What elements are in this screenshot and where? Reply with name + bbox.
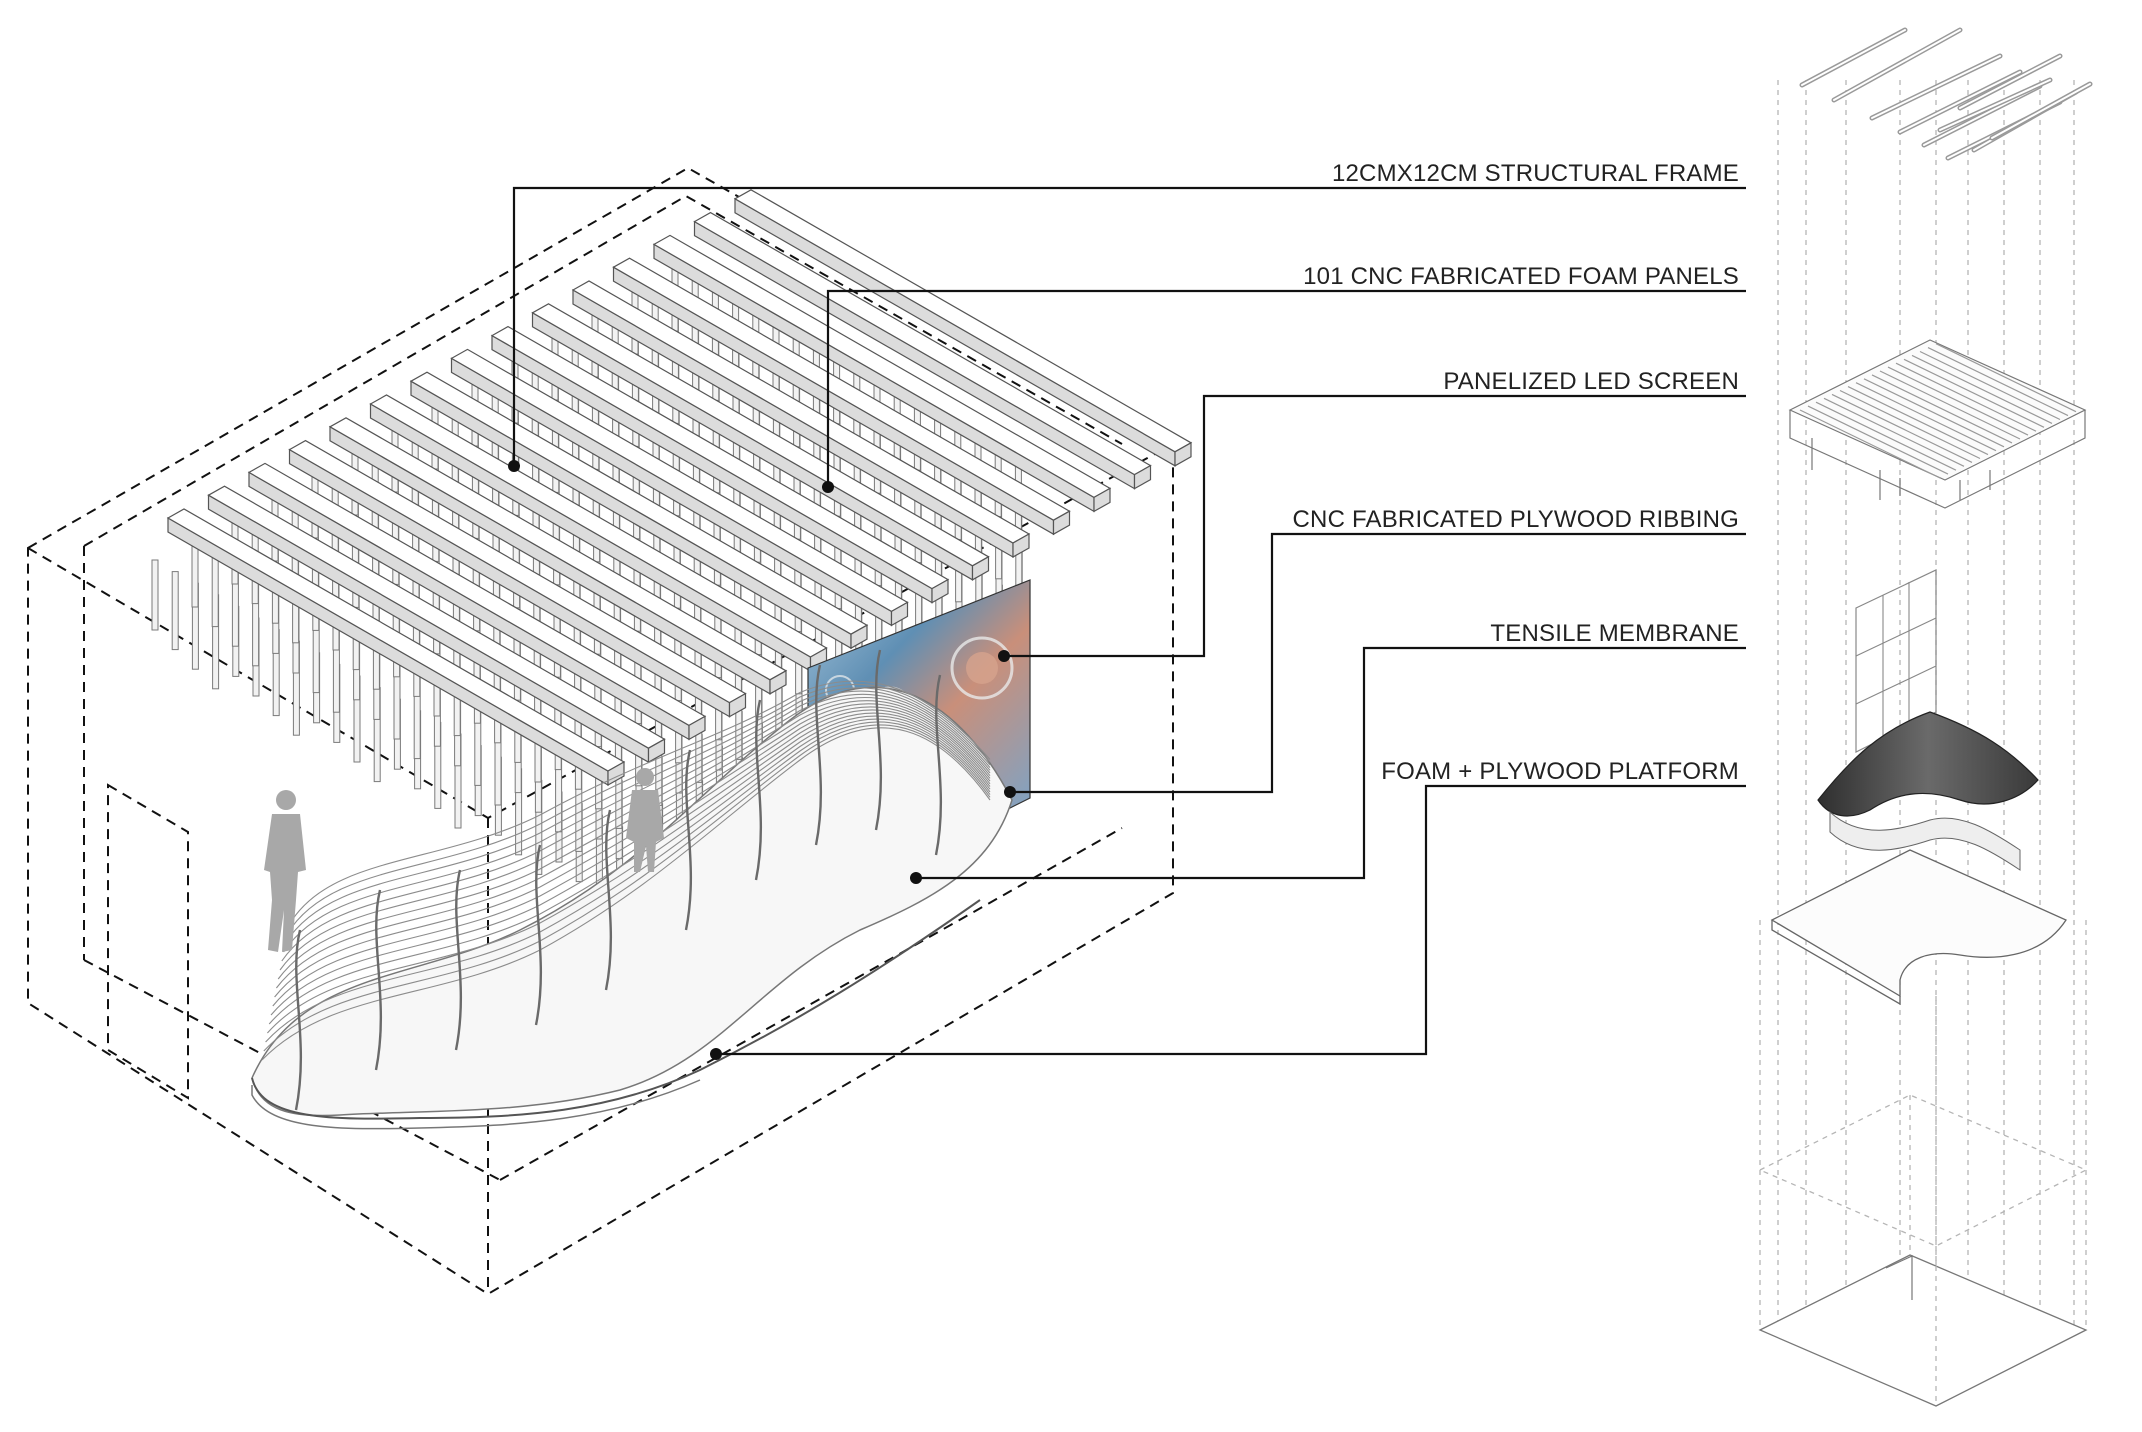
rib-frame [534, 844, 543, 1026]
structural-frame-beams [166, 189, 1193, 787]
frame-beam-end [971, 555, 990, 581]
callout-labels: 12CMX12CM STRUCTURAL FRAME 101 CNC FABRI… [1293, 160, 1740, 785]
foam-line [1911, 354, 2053, 424]
rib-frame [754, 699, 763, 881]
rib-line [265, 721, 991, 1043]
frame-beam-end [728, 692, 747, 718]
exploded-stack [1758, 27, 2093, 1407]
label-structural-frame: 12CMX12CM STRUCTURAL FRAME [1332, 160, 1739, 187]
human-figure-right [626, 768, 664, 872]
frame-beam-end [1052, 510, 1071, 536]
rib-frame [294, 929, 303, 1111]
label-led-screen: PANELIZED LED SCREEN [1443, 368, 1739, 395]
label-plywood-ribbing: CNC FABRICATED PLYWOOD RIBBING [1293, 506, 1740, 533]
frame-beam-end [647, 738, 666, 764]
foam-line [1815, 401, 1957, 471]
exploded-foam-panels [1788, 339, 2087, 509]
frame-beam-end [890, 601, 909, 627]
frame-beam-end [931, 578, 949, 604]
exploded-beam-highlight [1991, 83, 2091, 139]
rib-line [272, 709, 991, 1007]
frame-beam-end [850, 624, 868, 650]
rib-frame [684, 749, 693, 931]
rib-line [263, 724, 991, 1052]
frame-beam-end [769, 669, 787, 695]
frame-beam-end [1093, 487, 1111, 513]
foam-line [1863, 378, 2005, 448]
exploded-beam-highlight [1939, 79, 2051, 131]
rib-frame [374, 889, 383, 1071]
rib-frame [454, 869, 463, 1051]
callout-leaders [508, 186, 1746, 1060]
foam-line [1887, 366, 2029, 436]
exploded-frame-beams [1799, 27, 2093, 161]
foam-line [1903, 358, 2045, 428]
plywood-ribbing [251, 649, 1013, 1130]
foam-line [1807, 405, 1949, 475]
label-tensile-membrane: TENSILE MEMBRANE [1490, 620, 1739, 647]
frame-beam-end [688, 715, 706, 741]
rib-line [281, 693, 991, 962]
foam-line [1935, 343, 2077, 413]
exploded-beam-highlight [1871, 55, 2001, 119]
foam-fin [171, 571, 179, 651]
foam-line [1927, 347, 2069, 417]
foam-line [1831, 393, 1973, 463]
rib-line [275, 703, 991, 989]
frame-beam-end [1133, 464, 1152, 490]
exploded-beam-highlight [1959, 55, 2061, 109]
label-foam-panels: 101 CNC FABRICATED FOAM PANELS [1303, 263, 1739, 290]
exploded-beam-highlight [1899, 71, 2021, 133]
rib-line [283, 690, 991, 953]
foam-line [1855, 382, 1997, 452]
frame-beam-end [1174, 441, 1192, 467]
foam-line [1839, 389, 1981, 460]
exploded-beam-highlight [1801, 29, 1906, 86]
rib-line [277, 700, 991, 980]
foam-line [1895, 362, 2037, 432]
rib-frame [814, 664, 823, 846]
rib-line [286, 683, 991, 935]
exploded-platform-slab [1770, 849, 2067, 1006]
rib-frame [604, 809, 613, 991]
rib-line [261, 727, 991, 1061]
foam-fin [151, 559, 159, 631]
foam-line [1799, 409, 1941, 479]
rib-frame [934, 674, 943, 856]
label-platform: FOAM + PLYWOOD PLATFORM [1381, 758, 1739, 785]
rib-line [266, 718, 991, 1034]
foam-line [1919, 350, 2061, 421]
foam-line [1823, 397, 1965, 467]
foam-line [1871, 374, 2013, 444]
rib-line [288, 680, 991, 926]
frame-beam-end [1012, 532, 1030, 559]
rib-line [270, 712, 991, 1016]
rib-line [268, 715, 991, 1025]
exploded-tensile-membrane [1817, 711, 2039, 871]
rib-line [284, 687, 991, 944]
exploded-beam-highlight [1833, 29, 1961, 101]
foam-line [1879, 370, 2021, 440]
foam-line [1847, 386, 1989, 456]
rib-line [279, 697, 991, 971]
rib-line [274, 706, 991, 998]
human-figure-left [264, 790, 306, 952]
rib-frame [874, 649, 883, 831]
exploded-room-box [1758, 920, 2088, 1407]
exploded-led-screen [1855, 569, 1937, 753]
